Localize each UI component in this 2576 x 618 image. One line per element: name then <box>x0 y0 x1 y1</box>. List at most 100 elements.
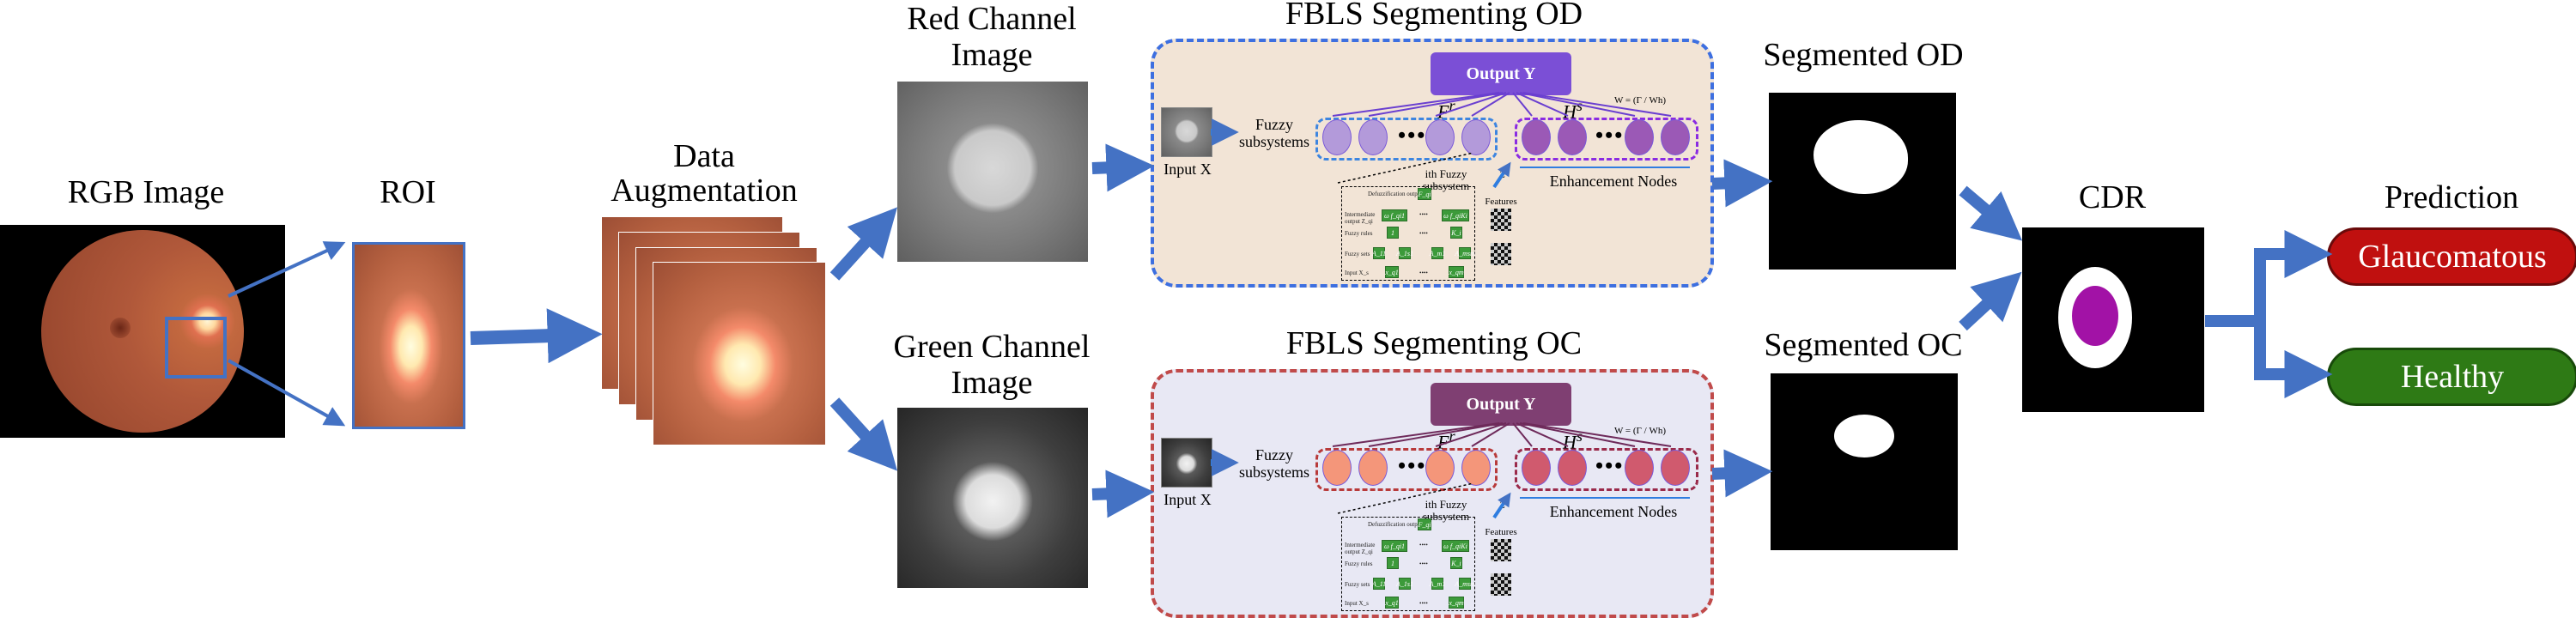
prediction-title: Prediction <box>2384 179 2519 215</box>
fr-label: Fr <box>1437 427 1455 451</box>
detail-dots: •••• <box>1419 270 1428 276</box>
fuzzy-node <box>1461 450 1491 486</box>
fuzzy-node <box>1461 119 1491 155</box>
rule-box: 1 <box>1387 227 1399 239</box>
fuzzy-subsystems-label-line1: Fuzzy <box>1255 116 1293 133</box>
intermediate-box: ω f_qiKi <box>1442 540 1469 552</box>
segmented-od-title: Segmented OD <box>1763 37 1964 73</box>
fuzzy-detail-box: Defuzzification output F_qi Intermediate… <box>1341 517 1475 611</box>
enhancement-ellipsis: ••• <box>1595 453 1625 478</box>
ith-fuzzy-line1: ith Fuzzy <box>1425 498 1467 511</box>
fuzzy-subsystems-label-line1: Fuzzy <box>1255 446 1293 464</box>
fuzzy-set-box: A_11 <box>1372 578 1386 590</box>
segmented-od-image <box>1769 93 1956 270</box>
detail-row-label: Fuzzy rules <box>1345 230 1373 237</box>
zoom-line-bottom <box>228 359 346 427</box>
fbls-oc-panel: Input X Fuzzy subsystems Output Y ••• ••… <box>1151 369 1714 618</box>
input-box: x_q1 <box>1385 266 1399 278</box>
oc-z-arrow <box>1492 492 1511 519</box>
feature-map <box>1491 573 1511 596</box>
enhancement-node <box>1522 119 1551 155</box>
fuzzy-node <box>1425 119 1455 155</box>
input-box: x_qm <box>1449 597 1464 609</box>
input-x-thumbnail <box>1161 438 1212 488</box>
enhancement-node-group <box>1515 118 1698 161</box>
enhancement-node <box>1558 450 1587 486</box>
fbls-oc-title: FBLS Segmenting OC <box>1285 325 1583 361</box>
output-y-box: Output Y <box>1431 52 1571 95</box>
defuzz-box: F_qi <box>1418 188 1431 200</box>
fuzzy-set-box: A_1s1 <box>1396 247 1413 259</box>
fr-sup: r <box>1449 427 1455 445</box>
detail-dots: •••• <box>1419 211 1428 218</box>
weight-formula: W = (Γ / Wh) <box>1614 426 1667 436</box>
rgb-image-title: RGB Image <box>67 174 225 210</box>
rule-box: 1 <box>1387 557 1399 569</box>
detail-dots: •••• <box>1419 560 1428 567</box>
prediction-glaucomatous: Glaucomatous <box>2327 227 2576 286</box>
fr-base: F <box>1437 100 1449 123</box>
weight-formula: W = (Γ / Wh) <box>1614 95 1667 106</box>
intermediate-box: ω f_qi1 <box>1382 540 1407 552</box>
detail-dots: •••• <box>1419 542 1428 548</box>
arrow-oc-to-cdr <box>1959 271 2022 331</box>
fbls-od-title: FBLS Segmenting OD <box>1285 0 1583 32</box>
hs-base: H <box>1563 431 1577 453</box>
enhancement-node-group <box>1515 448 1698 491</box>
fuzzy-subsystems-label-line2: subsystems <box>1238 464 1309 481</box>
od-output-links <box>1332 92 1672 117</box>
fuzzy-node <box>1322 119 1352 155</box>
fuzzy-node <box>1322 450 1352 486</box>
detail-row-label: Input X_s <box>1345 600 1369 607</box>
fr-sup: r <box>1449 97 1455 114</box>
cdr-image <box>2022 227 2204 412</box>
zoom-line-top <box>228 241 346 298</box>
arrow-fbls-oc-to-segmented <box>1711 449 1773 498</box>
detail-row-label: Fuzzy rules <box>1345 560 1373 567</box>
roi-selection-box <box>165 317 227 379</box>
green-channel-image <box>897 408 1088 588</box>
roi-title: ROI <box>380 174 436 210</box>
detail-row-label: Input X_s <box>1345 270 1369 276</box>
feature-map <box>1491 539 1511 561</box>
augmented-image-4 <box>653 262 826 445</box>
hs-base: H <box>1563 100 1577 123</box>
input-x-label: Input X <box>1163 491 1212 508</box>
input-box: x_qm <box>1449 266 1464 278</box>
enhancement-node <box>1625 450 1654 486</box>
detail-row-label: Defuzzification output <box>1368 521 1423 528</box>
feature-map <box>1491 209 1511 231</box>
red-channel-title-line2: Image <box>951 37 1033 73</box>
feature-map <box>1491 243 1511 265</box>
input-box: x_q1 <box>1385 597 1399 609</box>
fuzzy-node <box>1358 119 1388 155</box>
enhancement-nodes-label: Enhancement Nodes <box>1549 503 1678 520</box>
arrow-fbls-od-to-segmented <box>1711 159 1773 208</box>
arrow-red-to-fbls-od <box>1091 143 1155 192</box>
fuzzy-set-box: A_11 <box>1372 247 1386 259</box>
fuzzy-detail-box: Defuzzification output F_qi Intermediate… <box>1341 186 1475 281</box>
enhancement-node <box>1625 119 1654 155</box>
arrow-cdr-to-healthy <box>2254 321 2333 398</box>
ith-fuzzy-line2: subsystem <box>1422 179 1470 192</box>
enhancement-node <box>1661 119 1690 155</box>
fuzzy-node <box>1358 450 1388 486</box>
fuzzy-node-group <box>1315 448 1498 491</box>
od-detail-callout <box>1337 152 1474 184</box>
fbls-od-panel: Input X Fuzzy subsystems Output Y ••• ••… <box>1151 39 1714 288</box>
oc-output-links <box>1332 422 1672 447</box>
intermediate-box: ω f_qi1 <box>1382 209 1407 221</box>
red-channel-image <box>897 82 1088 262</box>
detail-dots: •••• <box>1419 600 1428 607</box>
arrow-cdr-to-glaucomatous <box>2205 230 2333 327</box>
cdr-title: CDR <box>2078 179 2147 215</box>
fr-label: Fr <box>1437 97 1455 123</box>
segmented-oc-title: Segmented OC <box>1764 327 1963 363</box>
fuzzy-set-box: A_msm <box>1455 578 1475 590</box>
detail-row-label: Defuzzification output <box>1368 191 1423 197</box>
oc-detail-callout <box>1337 482 1474 514</box>
fuzzy-node-group <box>1315 118 1498 161</box>
detail-row-label: Intermediate output Z_qi <box>1345 211 1376 225</box>
od-mask <box>1814 120 1908 194</box>
